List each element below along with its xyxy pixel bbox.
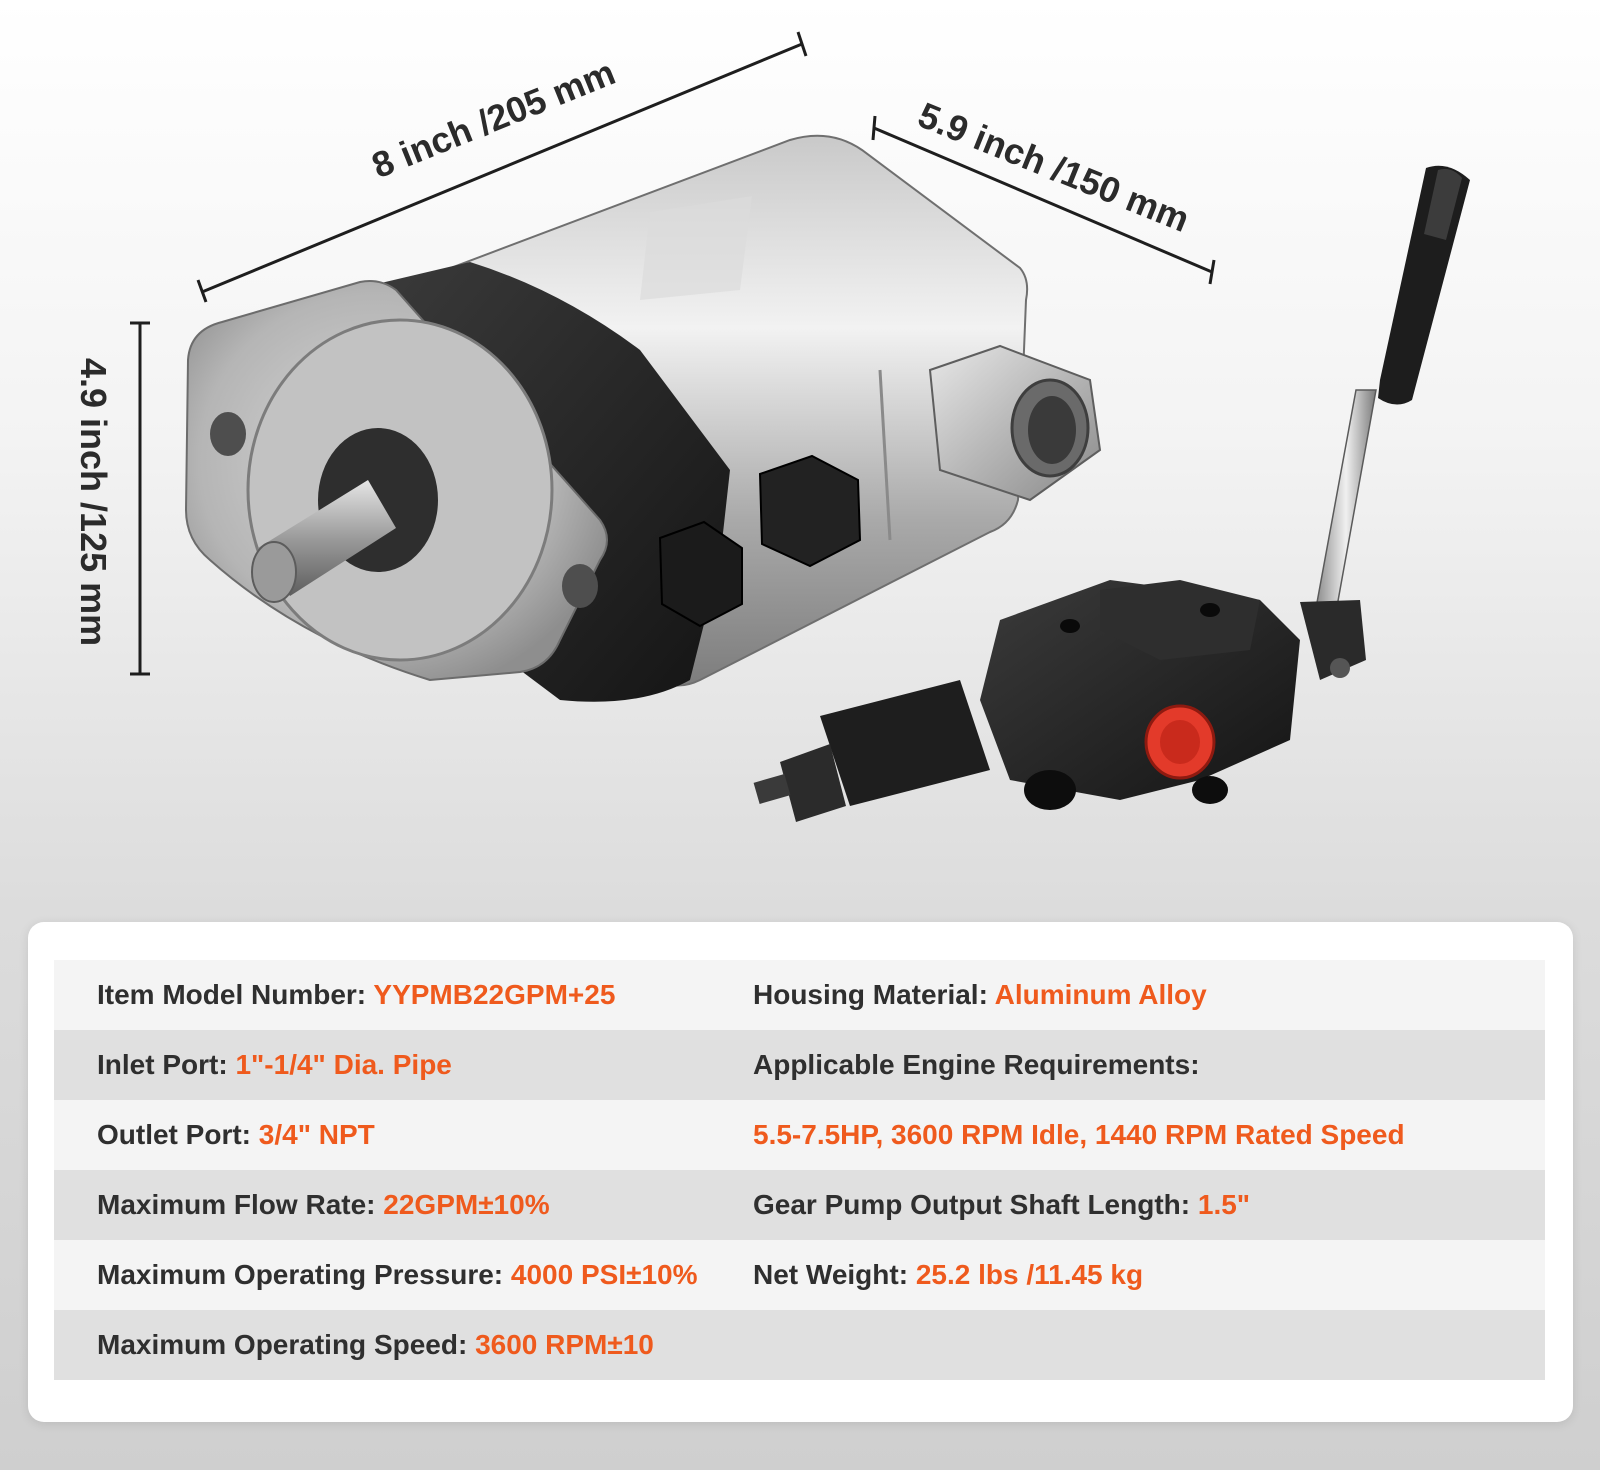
spec-row-4: Maximum Flow Rate: 22GPM±10% Gear Pump O… bbox=[54, 1170, 1545, 1240]
spec-cell-left: Maximum Operating Speed: 3600 RPM±10 bbox=[54, 1329, 753, 1361]
spec-label: Outlet Port: bbox=[97, 1119, 259, 1150]
spec-label: Maximum Flow Rate: bbox=[97, 1189, 384, 1220]
spec-cell-left: Maximum Operating Pressure: 4000 PSI±10% bbox=[54, 1259, 753, 1291]
width-dimension-line bbox=[196, 31, 808, 303]
height-dimension-label: 4.9 inch /125 mm bbox=[73, 358, 114, 647]
spec-cell-left: Item Model Number: YYPMB22GPM+25 bbox=[54, 979, 753, 1011]
spec-cell-right: Housing Material: Aluminum Alloy bbox=[753, 979, 1545, 1011]
spec-row-6: Maximum Operating Speed: 3600 RPM±10 bbox=[54, 1310, 1545, 1380]
spec-label: Item Model Number: bbox=[97, 979, 374, 1010]
spec-row-3: Outlet Port: 3/4" NPT 5.5-7.5HP, 3600 RP… bbox=[54, 1100, 1545, 1170]
spec-value: YYPMB22GPM+25 bbox=[373, 979, 616, 1010]
spec-value: 5.5-7.5HP, 3600 RPM Idle, 1440 RPM Rated… bbox=[753, 1119, 1405, 1150]
spec-cell-left: Inlet Port: 1"-1/4" Dia. Pipe bbox=[54, 1049, 753, 1081]
spec-label: Inlet Port: bbox=[97, 1049, 236, 1080]
spec-table: Item Model Number: YYPMB22GPM+25 Housing… bbox=[54, 960, 1545, 1380]
spec-row-1: Item Model Number: YYPMB22GPM+25 Housing… bbox=[54, 960, 1545, 1030]
spec-value: Aluminum Alloy bbox=[994, 979, 1207, 1010]
spec-value: 4000 PSI±10% bbox=[510, 1259, 698, 1290]
spec-value: 3/4" NPT bbox=[258, 1119, 375, 1150]
spec-label: Gear Pump Output Shaft Length: bbox=[753, 1189, 1198, 1220]
spec-label: Housing Material: bbox=[753, 979, 995, 1010]
spec-cell-left: Outlet Port: 3/4" NPT bbox=[54, 1119, 753, 1151]
spec-value: 1.5" bbox=[1197, 1189, 1251, 1220]
control-valve-icon bbox=[753, 165, 1470, 822]
spec-label: Maximum Operating Pressure: bbox=[97, 1259, 511, 1290]
spec-label: Net Weight: bbox=[753, 1259, 916, 1290]
product-illustration: 8 inch /205 mm 5.9 inch /150 mm 4.9 inch… bbox=[73, 31, 1470, 822]
spec-label: Applicable Engine Requirements: bbox=[753, 1049, 1200, 1080]
spec-cell-left: Maximum Flow Rate: 22GPM±10% bbox=[54, 1189, 753, 1221]
spec-cell-right: Net Weight: 25.2 lbs /11.45 kg bbox=[753, 1259, 1545, 1291]
spec-label: Maximum Operating Speed: bbox=[97, 1329, 476, 1360]
spec-value: 25.2 lbs /11.45 kg bbox=[915, 1259, 1144, 1290]
spec-value: 22GPM±10% bbox=[383, 1189, 550, 1220]
gear-pump-icon bbox=[184, 134, 1102, 702]
spec-value: 3600 RPM±10 bbox=[475, 1329, 654, 1360]
depth-dimension-line bbox=[871, 115, 1216, 285]
spec-value: 1"-1/4" Dia. Pipe bbox=[235, 1049, 452, 1080]
height-dimension-line bbox=[130, 321, 150, 676]
spec-card: Item Model Number: YYPMB22GPM+25 Housing… bbox=[28, 922, 1573, 1422]
spec-row-2: Inlet Port: 1"-1/4" Dia. Pipe Applicable… bbox=[54, 1030, 1545, 1100]
spec-cell-right: 5.5-7.5HP, 3600 RPM Idle, 1440 RPM Rated… bbox=[753, 1119, 1545, 1151]
spec-row-5: Maximum Operating Pressure: 4000 PSI±10%… bbox=[54, 1240, 1545, 1310]
product-drawing bbox=[130, 31, 1470, 822]
spec-cell-right: Gear Pump Output Shaft Length: 1.5" bbox=[753, 1189, 1545, 1221]
spec-cell-right: Applicable Engine Requirements: bbox=[753, 1049, 1545, 1081]
